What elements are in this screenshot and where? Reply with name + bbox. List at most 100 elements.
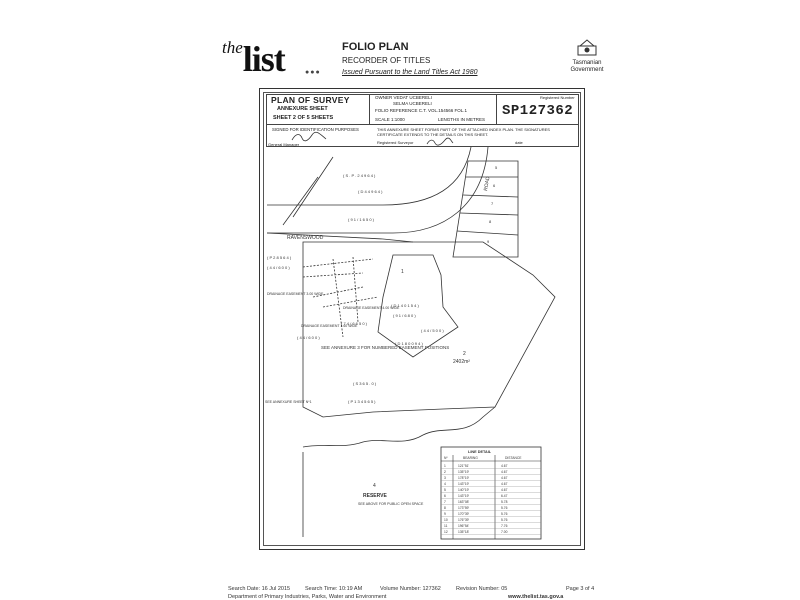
diagonal-line-1 <box>292 156 334 218</box>
line-table-cell: 5.76 <box>501 512 508 516</box>
owner-info: OWNER VEDAT UCBERELI SELMA UCBERELI <box>375 95 432 106</box>
line-table-cell: 143°19' <box>458 494 469 498</box>
lot-1-number: 1 <box>401 269 404 275</box>
lot-2-boundary <box>302 241 556 418</box>
logo-list: list <box>242 39 286 79</box>
line-table-header-no: Nº <box>444 456 448 460</box>
line-table-cell: 4.67 <box>501 482 508 486</box>
volume-number: Volume Number: 127362 <box>380 586 441 592</box>
plan-of-survey-label: PLAN OF SURVEY <box>271 95 350 105</box>
line-table-cell: 7.76 <box>501 524 508 528</box>
lot-2-number: 2 <box>463 351 466 357</box>
right-lot-9: 9 <box>487 239 490 244</box>
page-title: FOLIO PLAN <box>342 41 409 53</box>
line-table-cell: 178°19' <box>458 476 469 480</box>
road-boundary-upper <box>267 147 472 206</box>
lot-1-ref-c: ( 4 4 / 5 0 0 ) <box>421 328 444 333</box>
line-table-cell: 135°18' <box>458 530 469 534</box>
line-table-cell: 5.76 <box>501 506 508 510</box>
registered-surveyor-label: Registered Surveyor <box>377 140 414 145</box>
right-lot-7: 7 <box>491 201 494 206</box>
sheet-number: SHEET 2 OF 5 SHEETS <box>273 115 334 121</box>
line-table-cell: 163°08' <box>458 500 469 504</box>
line-table-header-distance: DISTANCE <box>505 456 522 460</box>
right-lot-8: 8 <box>489 219 492 224</box>
line-table-cell: 140°19' <box>458 488 469 492</box>
title-block-left <box>266 94 370 125</box>
line-table-title: LINE DETAIL <box>468 450 492 454</box>
line-table-cell: 170°39' <box>458 512 469 516</box>
line-table-cell: 1 <box>444 464 446 468</box>
tasmanian-government-logo: Tasmanian Government <box>564 38 610 74</box>
plan-labels: ( S . P . 2 4 9 6 4 ) ( D 4 4 9 6 4 ) ( … <box>265 165 498 506</box>
street-name: RAVENSWOOD <box>287 235 324 241</box>
annexure-sheet-label: ANNEXURE SHEET <box>277 106 328 112</box>
right-lot-5: 5 <box>495 165 498 170</box>
right-lots-divisions <box>456 176 519 236</box>
d-ref: ( D 4 4 9 6 4 ) <box>358 189 383 194</box>
owner-label: OWNER <box>375 95 393 100</box>
line-table-header-bearing: BEARING <box>463 456 478 460</box>
road-label: ROAD <box>483 176 491 192</box>
p-ref-1: ( P 2 8 5 6 4 ) <box>267 255 292 260</box>
title-block-row2 <box>266 125 579 147</box>
owner-1: VEDAT UCBERELI <box>393 95 432 100</box>
date-label: date <box>515 140 523 145</box>
d-600-ref: ( 4 4 / 6 0 0 ) <box>297 335 320 340</box>
line-table-cell: 4.67 <box>501 470 508 474</box>
line-table-cell: 2 <box>444 470 446 474</box>
line-table-cell: 135°19' <box>458 470 469 474</box>
surveyor-signature-icon <box>426 137 454 146</box>
line-table-cell: 3 <box>444 476 446 480</box>
line-table-cell: 196°54' <box>458 524 469 528</box>
drainage-easement-3: DRAINAGE EASEMENT 1.60 WIDE <box>301 324 358 328</box>
drainage-easement-1: DRAINAGE EASEMENT 3.00 WIDE <box>267 292 324 296</box>
right-lot-6: 6 <box>493 183 496 188</box>
plan-boundaries <box>266 147 556 537</box>
registered-number-label: Registered Number <box>540 95 575 100</box>
lot-1-boundary <box>377 254 459 358</box>
line-table-cell: 5.78 <box>501 500 508 504</box>
line-table-cell: 143°19' <box>458 482 469 486</box>
road-ref: ( 9 1 / 1 6 5 0 ) <box>348 217 375 222</box>
s-ref: ( S 3 6 5 . 0 ) <box>353 381 377 386</box>
title-block-middle <box>370 94 496 125</box>
line-table-cell: 11 <box>444 524 448 528</box>
sp-ref: ( S . P . 2 4 9 6 4 ) <box>343 173 376 178</box>
line-table-cell: 7 <box>444 500 446 504</box>
reserve-note: SEE ABOVE FOR PUBLIC OPEN SPACE <box>358 502 424 506</box>
diagonal-line-2 <box>282 176 319 226</box>
crest-icon <box>577 39 597 56</box>
survey-plan-drawing: ( S . P . 2 4 9 6 4 ) ( D 4 4 9 6 4 ) ( … <box>265 147 556 540</box>
see-annexure-3: SEE ANNEXURE 3 FOR NUMBERED EASEMENT POS… <box>321 345 449 350</box>
drainage-easement-2: DRAINAGE EASEMENT 4.00 WIDE <box>343 306 400 310</box>
line-table-cell: 5.76 <box>501 518 508 522</box>
easement-verticals <box>332 256 359 338</box>
line-table-cell: 6 <box>444 494 446 498</box>
lengths-unit: LENGTHS IN METRES <box>438 117 486 122</box>
folio-reference: FOLIO REFERENCE C.T. VOL.154566 FOL.1 <box>375 108 468 113</box>
page-subtitle: RECORDER OF TITLES <box>342 56 431 65</box>
road-boundary-lower <box>267 147 489 234</box>
title-block-right <box>496 94 579 125</box>
line-table-frame <box>440 446 542 540</box>
website-link[interactable]: www.thelist.tas.gov.a <box>508 594 564 600</box>
line-table-cell: 4 <box>444 482 446 486</box>
line-table-cell: 7.00 <box>501 530 508 534</box>
line-table-cell: 176°39' <box>458 518 469 522</box>
line-table-cell: 4.67 <box>501 464 508 468</box>
annexure-note: THIS ANNEXURE SHEET FORMS PART OF THE AT… <box>377 127 550 137</box>
thelist-logo: thelist ●●● <box>222 38 320 80</box>
see-annexure-left: SEE ANNEXURE SHEET Nº1 <box>265 400 312 404</box>
govt-line1: Tasmanian <box>572 60 602 66</box>
search-date: Search Date: 16 Jul 2015 <box>228 586 291 592</box>
govt-line2: Government <box>570 67 604 73</box>
easement-lines <box>302 258 379 308</box>
line-table-cell: 4.67 <box>501 488 508 492</box>
general-manager-label: General Manager <box>268 142 300 147</box>
search-time: Search Time: 10:19 AM <box>305 586 363 592</box>
line-table-cell: 173°59' <box>458 506 469 510</box>
reserve-boundary <box>302 406 496 448</box>
